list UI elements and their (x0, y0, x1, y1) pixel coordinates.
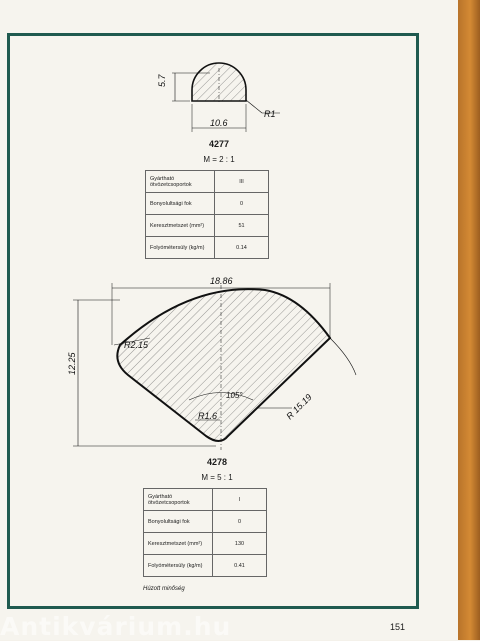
scale-4278: M = 5 : 1 (201, 473, 233, 482)
spec-key: Folyómétersúly (kg/m) (145, 236, 215, 259)
profile-4278-shape (116, 288, 332, 442)
spec-key: Gyártható ötvözetcsoportok (143, 488, 213, 511)
dim-height-a: 5.7 (157, 73, 167, 87)
profile-code-4277: 4277 (208, 139, 230, 149)
profile-4278-drawing (73, 283, 357, 450)
table-row: Keresztmetszet (mm²) 51 (145, 214, 269, 237)
spec-key: Gyártható ötvözetcsoportok (145, 170, 215, 193)
dim-radius-bottom-b: R1.6 (198, 411, 217, 421)
technical-drawings: 5.7 10.6 R1 18.86 12.25 R2.15 R1.6 105° … (67, 62, 357, 450)
profile-code-4278: 4278 (206, 457, 228, 467)
spec-key: Folyómétersúly (kg/m) (143, 554, 213, 577)
spec-value: 51 (214, 214, 269, 237)
spec-key: Keresztmetszet (mm²) (145, 214, 215, 237)
spec-value: I (212, 488, 267, 511)
book-spine (458, 0, 480, 640)
profile-4277-drawing (172, 62, 280, 132)
spec-table-4278: Gyártható ötvözetcsoportok I Bonyolultsá… (143, 488, 267, 577)
page-number: 151 (390, 622, 406, 632)
spec-key: Bonyolultsági fok (143, 510, 213, 533)
spec-value: 0 (212, 510, 267, 533)
dim-height-b: 12.25 (67, 351, 77, 375)
spec-value: 0 (214, 192, 269, 215)
footnote: Húzott minőség (143, 586, 185, 592)
table-row: Keresztmetszet (mm²) 130 (143, 532, 267, 555)
dim-width-a: 10.6 (210, 118, 228, 128)
dim-radius-corner-b: R2.15 (124, 340, 149, 350)
page-frame (7, 33, 419, 609)
spec-value: 0.41 (212, 554, 267, 577)
table-row: Bonyolultsági fok 0 (143, 510, 267, 533)
watermark-logo: Antikvárium.hu (0, 612, 232, 641)
dim-angle-b: 105° (226, 391, 243, 400)
spec-key: Keresztmetszet (mm²) (143, 532, 213, 555)
spec-value: 0.14 (214, 236, 269, 259)
dim-radius-arc-b: R 15.19 (284, 392, 313, 421)
profile-4277-shape (191, 62, 247, 102)
table-row: Bonyolultsági fok 0 (145, 192, 269, 215)
table-row: Gyártható ötvözetcsoportok III (145, 170, 269, 193)
spec-table-4277: Gyártható ötvözetcsoportok III Bonyolult… (145, 170, 269, 259)
dim-radius-a: R1 (264, 109, 276, 119)
table-row: Folyómétersúly (kg/m) 0.14 (145, 236, 269, 259)
spec-value: 130 (212, 532, 267, 555)
spec-value: III (214, 170, 269, 193)
table-row: Folyómétersúly (kg/m) 0.41 (143, 554, 267, 577)
spec-key: Bonyolultsági fok (145, 192, 215, 215)
dim-width-b: 18.86 (210, 276, 233, 286)
scale-4277: M = 2 : 1 (203, 155, 235, 164)
table-row: Gyártható ötvözetcsoportok I (143, 488, 267, 511)
